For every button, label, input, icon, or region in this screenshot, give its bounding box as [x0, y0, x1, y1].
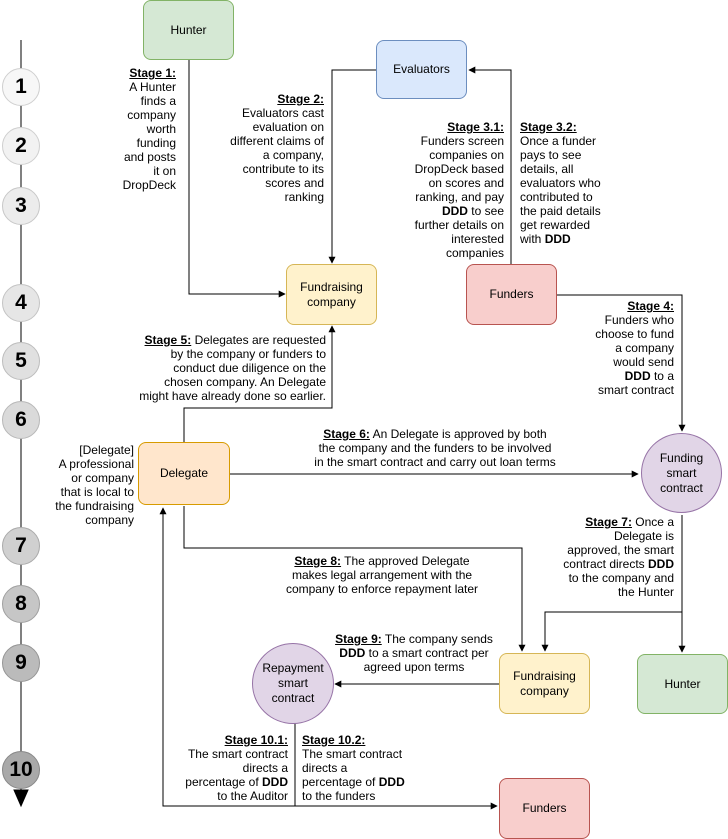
timeline-step-4: 4	[2, 284, 40, 322]
timeline-step-6: 6	[2, 401, 40, 439]
stage-8-annotation: Stage 8: The approved Delegate makes leg…	[285, 554, 479, 596]
edge-hunter-fundraising	[188, 60, 286, 298]
timeline-step-9: 9	[2, 644, 40, 682]
timeline-step-5: 5	[2, 342, 40, 380]
delegate-node: Delegate	[138, 442, 230, 505]
evaluators-node: Evaluators	[376, 40, 467, 99]
timeline-step-3: 3	[2, 187, 40, 225]
timeline-step-1: 1	[2, 68, 40, 106]
timeline-step-2: 2	[2, 127, 40, 165]
funders-node-top: Funders	[466, 264, 557, 325]
edge-funders-funding-sc	[557, 294, 686, 432]
edge-evaluators-fundraising	[328, 69, 376, 264]
stage-5-annotation: Stage 5: Delegates are requested by the …	[139, 333, 326, 403]
timeline-step-7: 7	[2, 527, 40, 565]
edge-repayment-funders	[294, 720, 498, 810]
funders-node-bottom: Funders	[499, 778, 590, 839]
stage-9-annotation: Stage 9: The company sends DDD to a smar…	[335, 632, 493, 674]
hunter-node-bottom: Hunter	[637, 654, 728, 714]
hunter-node-top: Hunter	[143, 0, 234, 60]
timeline-arrow	[13, 789, 29, 808]
stage-6-annotation: Stage 6: An Delegate is approved by both…	[314, 427, 556, 469]
edge-funding-sc-fundraising	[541, 611, 682, 652]
edge-delegate-fundraising-bottom	[183, 506, 526, 652]
timeline-step-8: 8	[2, 585, 40, 623]
edge-delegate-fundraising	[183, 325, 336, 442]
edge-funders-evaluators	[468, 66, 512, 265]
timeline-step-10: 10	[2, 751, 40, 789]
